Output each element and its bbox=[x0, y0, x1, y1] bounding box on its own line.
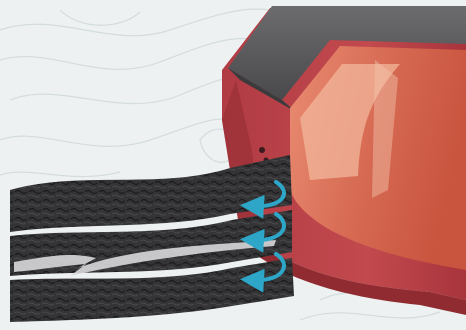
vent-hole bbox=[259, 147, 265, 153]
